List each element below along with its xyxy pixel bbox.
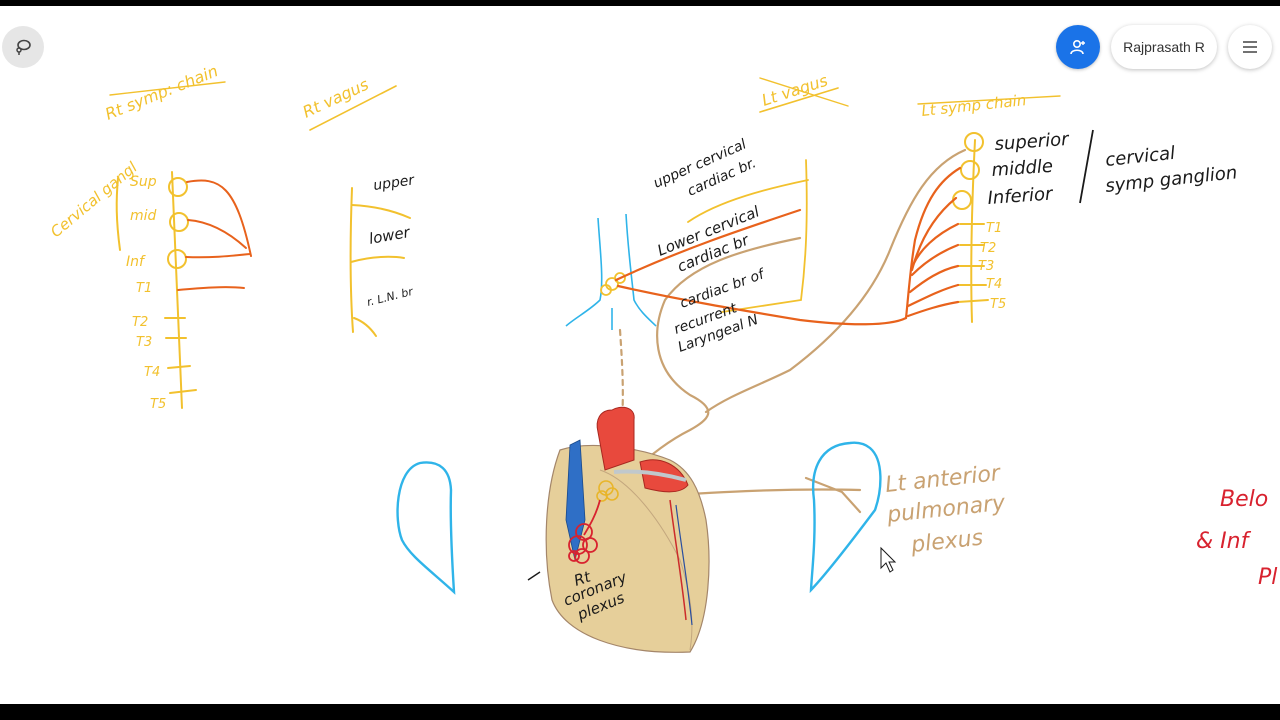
label-lower: lower [368,223,412,248]
lasso-tool-button[interactable] [2,26,44,68]
menu-button[interactable] [1228,25,1272,69]
hamburger-icon [1243,41,1257,53]
whiteboard-canvas[interactable]: Rt symp: chain Rt vagus Cervical gangl S… [0,6,1280,704]
label-lt-t1: T1 [986,221,1002,236]
label-inf: Inf [126,254,146,270]
label-inferior: Inferior [987,183,1055,209]
lt-vagus-yellow [600,77,849,313]
label-rt-t2: T2 [132,315,148,330]
lt-symp-chain [917,95,1061,323]
label-red-1: Belo [1220,487,1268,512]
label-lt-anterior-3: plexus [909,526,984,558]
label-lt-symp-chain: Lt symp chain [921,91,1028,120]
label-middle: middle [991,156,1054,181]
label-lt-t4: T4 [986,277,1002,292]
label-lt-vagus: Lt vagus [759,71,830,110]
add-person-icon [1070,39,1085,55]
label-upper: upper [372,172,416,194]
label-rt-symp-chain: Rt symp: chain [102,61,220,124]
bottom-letterbox [0,704,1280,720]
label-sup: Sup [130,174,157,190]
label-rt-t1: T1 [136,281,152,296]
lt-symp-branches [614,166,962,326]
label-lt-t5: T5 [990,297,1006,312]
label-red-2: & Inf [1196,529,1252,554]
label-lt-t2: T2 [980,241,996,256]
label-r-ln: r. L.N. br [366,285,416,309]
label-mid: mid [130,208,157,224]
user-name-button[interactable]: Rajprasath R [1111,25,1217,69]
left-lung-outline [809,441,882,594]
label-cervical: cervical [1104,143,1176,171]
lasso-icon [16,39,31,55]
label-rt-coronary-1: Rt [572,567,594,590]
rt-vagus [349,187,411,337]
mouse-cursor-icon [880,546,897,573]
label-rt-vagus: Rt vagus [300,75,372,122]
trachea [565,213,657,330]
heart-illustration [527,406,710,653]
rt-symp-chain [109,81,397,409]
share-button[interactable] [1056,25,1100,69]
rt-symp-branches [177,179,252,291]
label-lt-anterior-2: pulmonary [885,491,1007,528]
label-lt-t3: T3 [978,259,994,274]
label-rt-t3: T3 [136,335,152,350]
label-rt-t4: T4 [144,365,160,380]
label-red-3: Pl [1258,565,1277,590]
label-rt-t5: T5 [150,397,166,412]
user-name-label: Rajprasath R [1123,39,1205,55]
bracket-line [1079,129,1094,204]
lt-vagus-tan [618,148,967,514]
drawing-layer: Rt symp: chain Rt vagus Cervical gangl S… [47,61,1277,653]
label-superior: superior [994,129,1071,155]
label-cervical-gang: Cervical gangl [47,158,141,241]
right-lung-outline [396,461,456,595]
